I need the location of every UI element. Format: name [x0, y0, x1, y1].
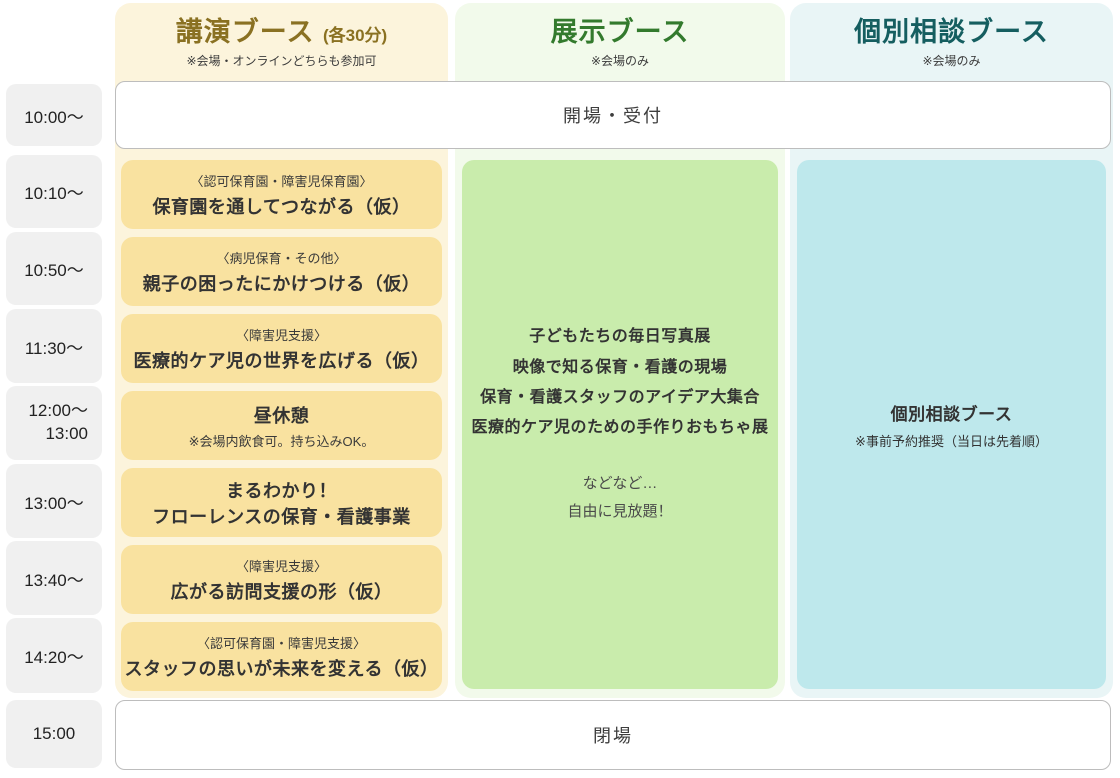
lecture-card-1340-category: 〈障害児支援〉 — [235, 558, 327, 574]
exhibit-feature-2: 映像で知る保育・看護の現場 — [512, 358, 728, 376]
time-cell-1130: 11:30～ — [6, 309, 102, 383]
consult-card-note: ※事前予約推奨（当日は先着順） — [855, 433, 1048, 449]
opening-reception-label: 開場・受付 — [563, 106, 663, 126]
exhibit-card: 子どもたちの毎日写真展 映像で知る保育・看護の現場 保育・看護スタッフのアイデア… — [462, 160, 778, 689]
lecture-card-1340-title: 広がる訪問支援の形（仮） — [170, 581, 393, 602]
lecture-card-1130: 〈障害児支援〉 医療的ケア児の世界を広げる（仮） — [121, 314, 442, 383]
consult-card-title: 個別相談ブース — [890, 404, 1013, 424]
consult-column-header: 個別相談ブース ※会場のみ — [790, 3, 1113, 69]
exhibit-feature-4: 医療的ケア児のための手作りおもちゃ展 — [471, 419, 769, 437]
lecture-title-text: 講演ブース — [175, 17, 315, 47]
lecture-card-lunch-note: ※会場内飲食可。持ち込みOK。 — [188, 433, 375, 449]
opening-reception-row: 開場・受付 — [115, 81, 1111, 149]
lecture-title-suffix: (各30分) — [322, 26, 388, 45]
lecture-card-1010-title: 保育園を通してつながる（仮） — [152, 196, 411, 217]
lecture-card-1420-title: スタッフの思いが未来を変える（仮） — [124, 658, 439, 679]
exhibit-column-header: 展示ブース ※会場のみ — [455, 3, 785, 69]
exhibit-feature-1: 子どもたちの毎日写真展 — [529, 328, 711, 346]
time-cell-1420: 14:20～ — [6, 618, 102, 693]
time-cell-1200-line1: 12:00～ — [28, 401, 88, 421]
time-cell-1200-1300: 12:00～ 13:00 — [6, 386, 102, 460]
lecture-card-1300-title-line1: まるわかり！ — [226, 480, 337, 501]
time-cell-1340: 13:40～ — [6, 541, 102, 615]
time-cell-1500: 15:00 — [6, 700, 102, 768]
time-cell-1000: 10:00～ — [6, 84, 102, 146]
consult-card: 個別相談ブース ※事前予約推奨（当日は先着順） — [797, 160, 1106, 689]
time-cell-1050: 10:50～ — [6, 232, 102, 305]
lecture-card-lunch-title: 昼休憩 — [253, 405, 310, 426]
closing-row-label: 閉場 — [593, 726, 633, 746]
consult-column-title: 個別相談ブース — [854, 17, 1049, 47]
consult-column-subtitle: ※会場のみ — [922, 54, 981, 69]
lecture-card-1420-category: 〈認可保育園・障害児支援〉 — [196, 635, 366, 651]
exhibit-note-2: 自由に見放題！ — [567, 503, 673, 521]
lecture-card-1050-title: 親子の困ったにかけつける（仮） — [142, 273, 421, 294]
lecture-card-1010: 〈認可保育園・障害児保育園〉 保育園を通してつながる（仮） — [121, 160, 442, 229]
lecture-card-1130-category: 〈障害児支援〉 — [235, 327, 327, 343]
lecture-card-1420: 〈認可保育園・障害児支援〉 スタッフの思いが未来を変える（仮） — [121, 622, 442, 691]
exhibit-note-1: などなど… — [582, 474, 658, 492]
lecture-column-subtitle: ※会場・オンラインどちらも参加可 — [186, 54, 377, 69]
lecture-card-1300-title-line2: フローレンスの保育・看護事業 — [152, 506, 411, 527]
lecture-column-title: 講演ブース (各30分) — [115, 16, 448, 48]
lecture-card-1010-category: 〈認可保育園・障害児保育園〉 — [190, 173, 373, 189]
lecture-card-lunch: 昼休憩 ※会場内飲食可。持ち込みOK。 — [121, 391, 442, 460]
exhibit-column-title: 展示ブース — [550, 17, 690, 47]
lecture-card-1340: 〈障害児支援〉 広がる訪問支援の形（仮） — [121, 545, 442, 614]
time-cell-1300: 13:00～ — [6, 464, 102, 538]
exhibit-feature-3: 保育・看護スタッフのアイデア大集合 — [480, 389, 760, 406]
lecture-card-1130-title: 医療的ケア児の世界を広げる（仮） — [133, 350, 430, 371]
time-cell-1010: 10:10～ — [6, 155, 102, 228]
time-cell-1200-line2: 13:00 — [45, 424, 88, 443]
lecture-card-1050: 〈病児保育・その他〉 親子の困ったにかけつける（仮） — [121, 237, 442, 306]
lecture-column-header: 講演ブース (各30分) ※会場・オンラインどちらも参加可 — [115, 3, 448, 69]
closing-row: 閉場 — [115, 700, 1111, 770]
exhibit-column-subtitle: ※会場のみ — [590, 54, 650, 69]
lecture-card-1300: まるわかり！ フローレンスの保育・看護事業 — [121, 468, 442, 537]
lecture-card-1050-category: 〈病児保育・その他〉 — [216, 250, 347, 266]
